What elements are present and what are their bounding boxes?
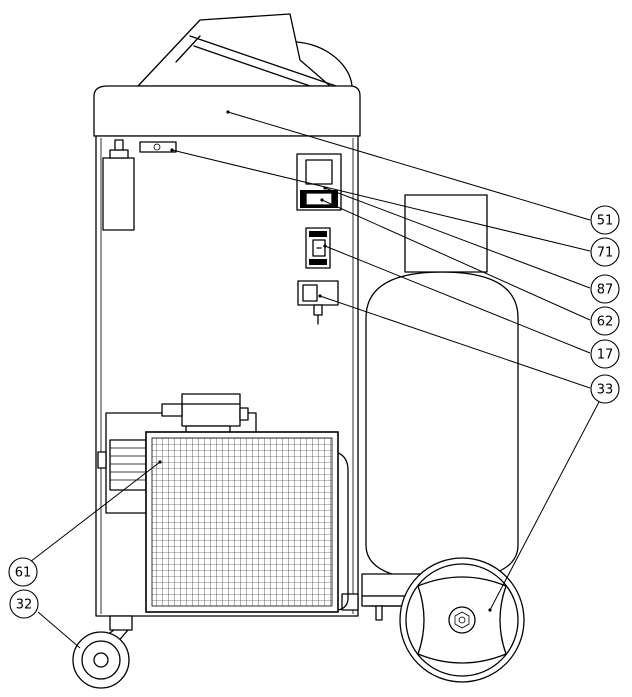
- callout-87-label: 87: [597, 283, 614, 298]
- callout-33: 33: [590, 374, 620, 404]
- callout-61: 61: [8, 557, 38, 587]
- callout-17-label: 17: [597, 348, 614, 363]
- large-wheel: [399, 557, 525, 683]
- callout-61-label: 61: [15, 566, 32, 581]
- leader-lines: [29, 110, 601, 649]
- callout-71-label: 71: [597, 246, 614, 261]
- top-lid: [137, 13, 353, 87]
- callout-32: 32: [9, 589, 39, 619]
- gas-cylinder: [365, 194, 519, 581]
- switch-module: [305, 227, 331, 269]
- filter-cartridge: [102, 139, 177, 231]
- condenser-grill: [145, 431, 349, 613]
- callout-33-label: 33: [597, 383, 614, 398]
- callout-51: 51: [590, 205, 620, 235]
- callout-51-label: 51: [597, 214, 614, 229]
- callout-71: 71: [590, 237, 620, 267]
- callout-17: 17: [590, 339, 620, 369]
- callout-62-label: 62: [597, 315, 614, 330]
- callout-32-label: 32: [16, 598, 33, 613]
- callout-62: 62: [590, 306, 620, 336]
- callout-87: 87: [590, 274, 620, 304]
- caster-wheel: [72, 615, 133, 689]
- connector-socket: [297, 280, 339, 325]
